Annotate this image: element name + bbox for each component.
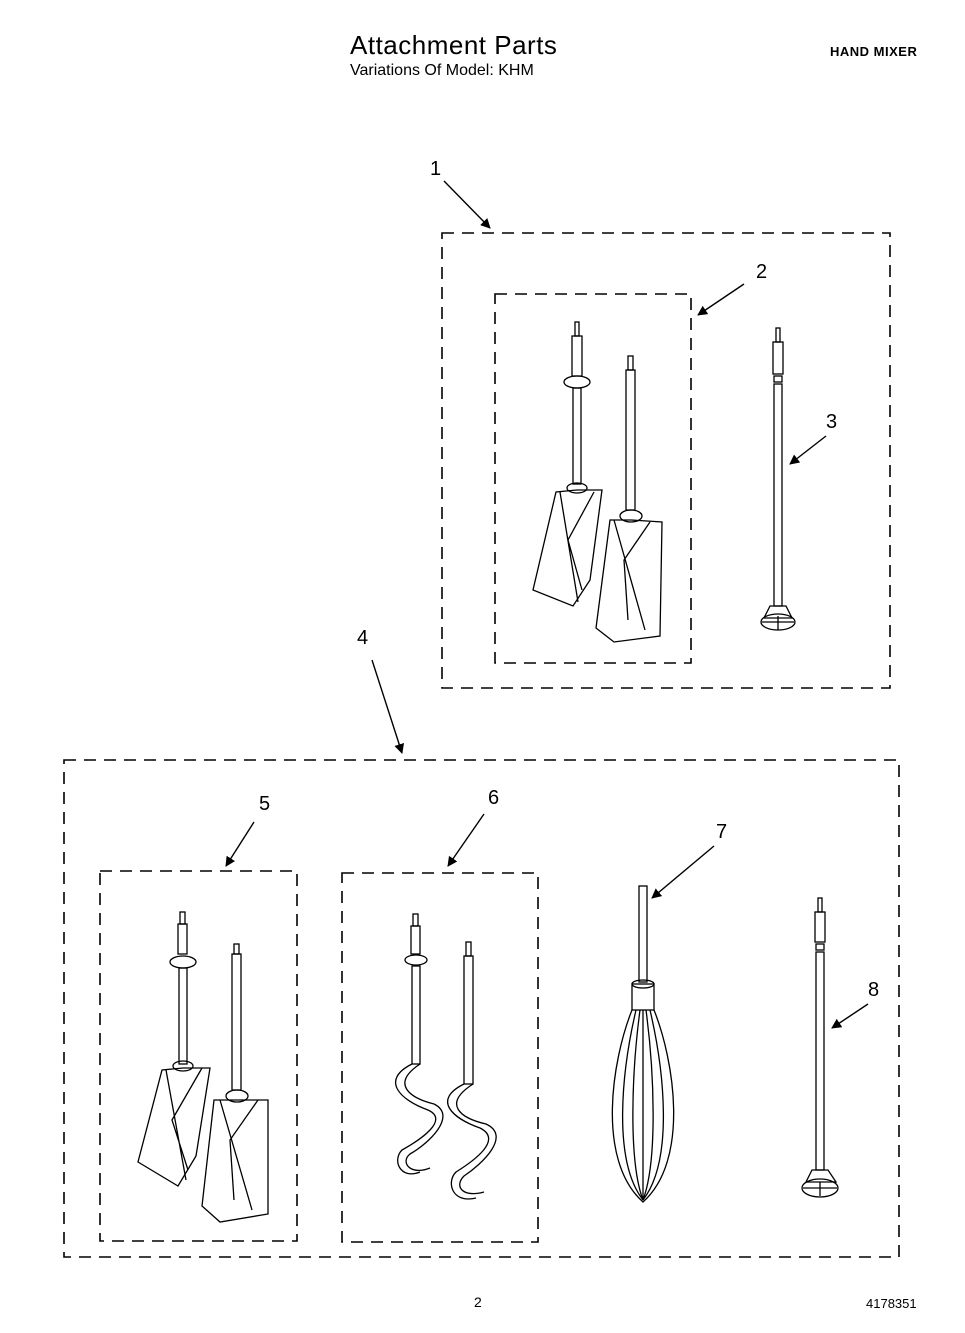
group-box-2	[494, 293, 692, 664]
callout-4: 4	[357, 627, 368, 649]
page-title: Attachment Parts	[350, 30, 558, 60]
leader-5	[225, 821, 255, 867]
callout-8: 8	[868, 979, 879, 1001]
callout-7: 7	[716, 821, 727, 843]
model-subtitle: Variations Of Model: KHM	[350, 62, 534, 79]
leader-2	[697, 283, 745, 316]
group-box-4	[63, 759, 900, 1258]
leader-4	[371, 659, 404, 754]
dough-hook-pair-icon	[395, 913, 497, 1200]
group-box-1	[441, 232, 891, 689]
callout-2: 2	[756, 261, 767, 283]
document-number: 4178351	[866, 1296, 917, 1311]
leader-6	[447, 813, 485, 867]
page-number: 2	[474, 1294, 482, 1310]
group-box-5	[99, 870, 298, 1242]
callout-5: 5	[259, 793, 270, 815]
wire-whip-icon	[611, 885, 675, 1203]
leader-7	[651, 845, 715, 899]
product-type: HAND MIXER	[830, 44, 918, 59]
leader-3	[789, 435, 827, 465]
callout-1: 1	[430, 158, 441, 180]
callout-6: 6	[488, 787, 499, 809]
blender-rod-icon-2	[801, 897, 839, 1198]
leader-1	[443, 180, 491, 229]
leader-8	[831, 1003, 869, 1029]
callout-3: 3	[826, 411, 837, 433]
beater-pair-icon	[532, 321, 663, 643]
blender-rod-icon	[760, 327, 796, 631]
group-box-6	[341, 872, 539, 1243]
beater-pair-icon-2	[137, 911, 269, 1223]
